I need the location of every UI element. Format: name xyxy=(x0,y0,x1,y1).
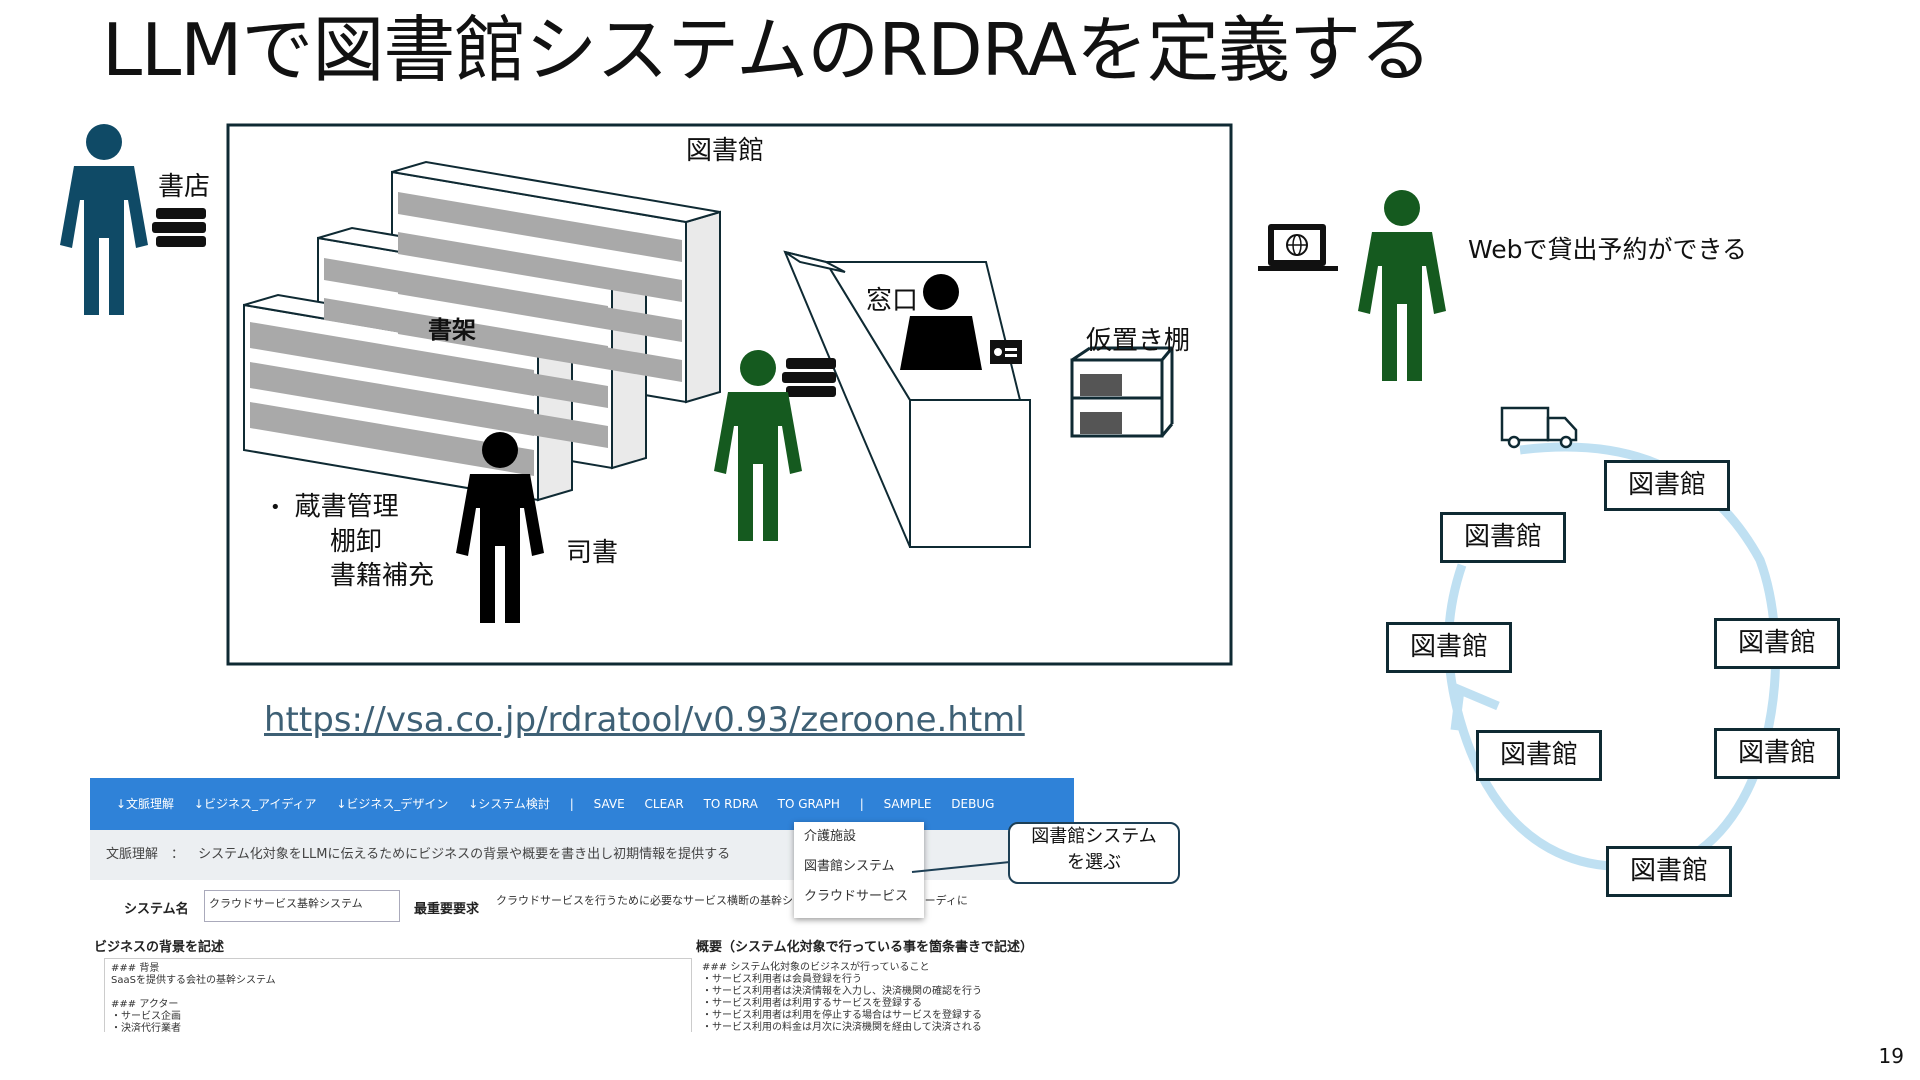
slide-title: LLMで図書館システムのRDRAを定義する xyxy=(102,8,1432,92)
library-node: 図書館 xyxy=(1606,846,1732,897)
dropdown-option[interactable]: 介護施設 xyxy=(804,829,857,844)
dropdown-option[interactable]: 図書館システム xyxy=(804,859,895,874)
menu-item[interactable]: ↓ビジネス_デザイン xyxy=(336,797,449,811)
bookstore-label: 書店 xyxy=(158,172,211,202)
librarian-label: 司書 xyxy=(566,538,619,568)
counter-staff-person-icon xyxy=(900,274,982,370)
callout-box: 図書館システム を選ぶ xyxy=(1008,822,1180,884)
temporary-shelf-label: 仮置き棚 xyxy=(1086,326,1191,356)
menu-separator: | xyxy=(569,797,574,811)
librarian-person-icon xyxy=(456,432,544,623)
menu-item[interactable]: ↓システム検討 xyxy=(468,797,550,811)
system-name-input[interactable]: クラウドサービス基幹システム xyxy=(204,890,400,922)
bookstore-person-icon xyxy=(60,124,148,315)
rdra-tool-link[interactable]: https://vsa.co.jp/rdratool/v0.93/zeroone… xyxy=(264,700,1025,740)
top-requirement-label: 最重要要求 xyxy=(414,902,480,917)
library-node: 図書館 xyxy=(1440,512,1566,563)
to-rdra-button[interactable]: TO RDRA xyxy=(703,797,758,811)
task-item: •蔵書管理 xyxy=(270,492,399,522)
web-user-person-icon xyxy=(1358,190,1446,381)
laptop-icon xyxy=(1258,224,1338,271)
library-node: 図書館 xyxy=(1714,728,1840,779)
sample-button[interactable]: SAMPLE xyxy=(883,797,932,811)
temporary-shelf xyxy=(1070,346,1174,438)
library-node: 図書館 xyxy=(1714,618,1840,669)
system-name-label: システム名 xyxy=(124,902,189,917)
books-stack-icon-bookstore xyxy=(152,208,206,247)
dropdown-option[interactable]: クラウドサービス xyxy=(804,889,909,904)
librarian-task-list: •蔵書管理 棚卸 書籍補充 xyxy=(270,490,434,593)
description-text: システム化対象をLLMに伝えるためにビジネスの背景や概要を書き出し初期情報を提供… xyxy=(198,847,731,862)
background-label: ビジネスの背景を記述 xyxy=(94,940,225,955)
cycle-arrow-head xyxy=(1450,683,1500,731)
task-item: 棚卸 xyxy=(330,526,383,557)
box-upper xyxy=(1080,374,1122,396)
background-textarea[interactable]: ### 背景 SaaSを提供する会社の基幹システム ### アクター ・サービス… xyxy=(104,958,692,1032)
tool-form: システム名 クラウドサービス基幹システム 最重要要求 クラウドサービスを行うため… xyxy=(90,880,1074,1032)
library-node: 図書館 xyxy=(1476,730,1602,781)
summary-textarea[interactable]: ### システム化対象のビジネスが行っていること ・サービス利用者は会員登録を行… xyxy=(696,958,1074,1032)
clear-button[interactable]: CLEAR xyxy=(644,797,684,811)
top-requirement-input[interactable]: クラウドサービスを行うために必要なサービス横断の基幹システムの追加・改善がスピー… xyxy=(492,888,1072,920)
box-lower xyxy=(1080,412,1122,434)
id-badge-icon xyxy=(990,340,1022,364)
task-item: 書籍補充 xyxy=(330,560,435,591)
library-node: 図書館 xyxy=(1386,622,1512,673)
library-node: 図書館 xyxy=(1604,460,1730,511)
summary-label: 概要（システム化対象で行っている事を箇条書きで記述） xyxy=(696,940,1033,955)
to-graph-button[interactable]: TO GRAPH xyxy=(777,797,840,811)
page-number: 19 xyxy=(1878,1044,1904,1068)
callout-text: 図書館システム を選ぶ xyxy=(1031,826,1157,873)
books-stack-icon-patron xyxy=(782,358,836,397)
menu-item[interactable]: ↓ビジネス_アイディア xyxy=(193,797,317,811)
menu-separator: | xyxy=(859,797,864,811)
patron-person-icon xyxy=(714,350,802,541)
save-button[interactable]: SAVE xyxy=(593,797,625,811)
sample-dropdown: 介護施設 図書館システム クラウドサービス xyxy=(794,822,924,918)
menu-item[interactable]: ↓文脈理解 xyxy=(116,797,175,811)
rdra-tool-screenshot: ↓文脈理解 ↓ビジネス_アイディア ↓ビジネス_デザイン ↓システム検討 | S… xyxy=(90,778,1074,1032)
book-rows xyxy=(250,192,682,476)
tool-menu-bar: ↓文脈理解 ↓ビジネス_アイディア ↓ビジネス_デザイン ↓システム検討 | S… xyxy=(90,778,1074,830)
debug-button[interactable]: DEBUG xyxy=(951,797,995,811)
bookshelf-label: 書架 xyxy=(428,316,476,344)
tool-description: 文脈理解 ： システム化対象をLLMに伝えるためにビジネスの背景や概要を書き出し… xyxy=(90,830,1074,880)
truck-icon xyxy=(1500,406,1578,449)
description-label: 文脈理解 ： xyxy=(106,847,185,862)
web-reservation-label: Webで貸出予約ができる xyxy=(1468,235,1748,264)
counter-label: 窓口 xyxy=(866,286,919,316)
library-label: 図書館 xyxy=(686,136,765,166)
library-frame xyxy=(226,123,1233,666)
